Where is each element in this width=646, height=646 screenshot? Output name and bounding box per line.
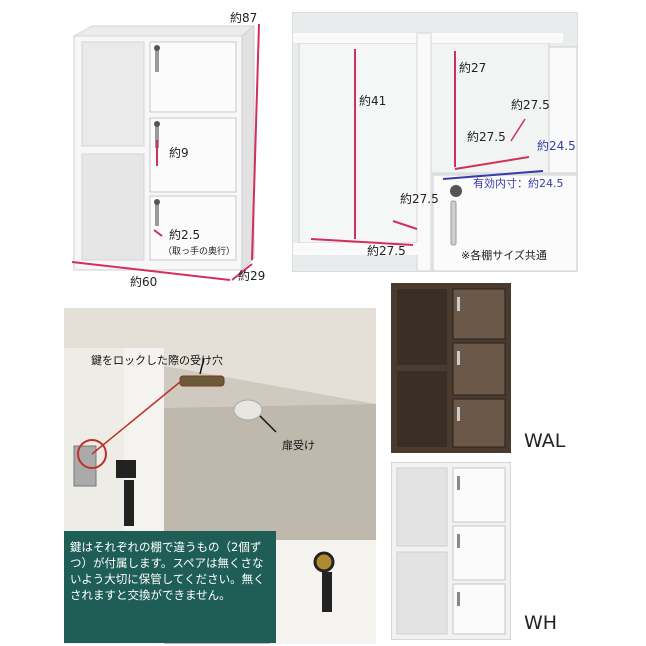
overall-height-label: 約87 bbox=[230, 11, 258, 25]
handle-depth-label: 約2.5 bbox=[169, 228, 201, 242]
handle-depth-note: （取っ手の奥行） bbox=[163, 247, 236, 257]
key-note: 鍵はそれぞれの棚で違うもの（2個ずつ）が付属します。スペアは無くさないよう大切に… bbox=[64, 531, 276, 643]
detail-panel bbox=[292, 12, 578, 272]
door-catch-callout: 扉受け bbox=[282, 439, 315, 452]
overview-panel bbox=[62, 8, 270, 288]
bottom-width-label: 約27.5 bbox=[367, 244, 406, 258]
door-height-label: 約9 bbox=[169, 146, 189, 160]
inner-width-b-label: 約24.5 bbox=[537, 139, 576, 153]
variant-wh-label: WH bbox=[524, 612, 558, 634]
overall-depth-label: 約29 bbox=[238, 269, 266, 283]
open-shelf-height-label: 約41 bbox=[359, 94, 387, 108]
overview-illustration bbox=[71, 23, 260, 281]
door-depth-label: 約27.5 bbox=[511, 98, 550, 112]
variant-wh-image bbox=[391, 462, 511, 640]
overall-width-label: 約60 bbox=[130, 275, 158, 289]
inner-effective-label: 有効内寸：約24.5 bbox=[473, 177, 564, 190]
lock-hole-callout: 鍵をロックした際の受け穴 bbox=[91, 354, 223, 367]
wh-cabinet-illustration bbox=[391, 462, 511, 640]
shelf-depth-label: 約27.5 bbox=[400, 192, 439, 206]
common-note-label: ※各棚サイズ共通 bbox=[461, 249, 547, 262]
door-shelf-height-label: 約27 bbox=[459, 61, 487, 75]
variant-wal-label: WAL bbox=[524, 430, 566, 452]
detail-illustration bbox=[293, 13, 577, 271]
wal-cabinet-illustration bbox=[391, 283, 511, 453]
inner-width-a-label: 約27.5 bbox=[467, 130, 506, 144]
variant-wal-image bbox=[391, 283, 511, 453]
